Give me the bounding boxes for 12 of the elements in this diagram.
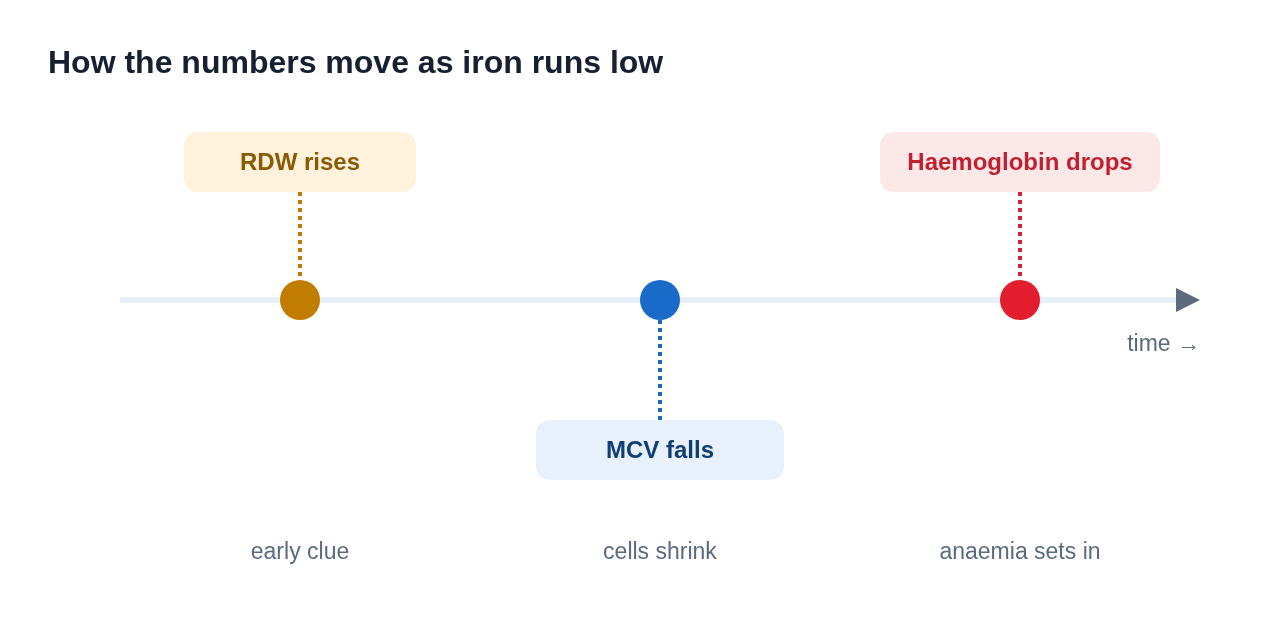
- event-callout: Haemoglobin drops: [880, 132, 1160, 192]
- axis-label: time →: [1127, 330, 1200, 357]
- timeline-dot: [1000, 280, 1040, 320]
- diagram-title: How the numbers move as iron runs low: [48, 44, 664, 81]
- stage-caption: cells shrink: [603, 538, 717, 565]
- timeline-dot: [640, 280, 680, 320]
- timeline-dot: [280, 280, 320, 320]
- stage-caption: early clue: [250, 538, 350, 565]
- stage-caption: anaemia sets in: [939, 538, 1101, 565]
- event-callout: MCV falls: [536, 420, 784, 480]
- event-callout: RDW rises: [184, 132, 416, 192]
- leader-line: [658, 320, 662, 420]
